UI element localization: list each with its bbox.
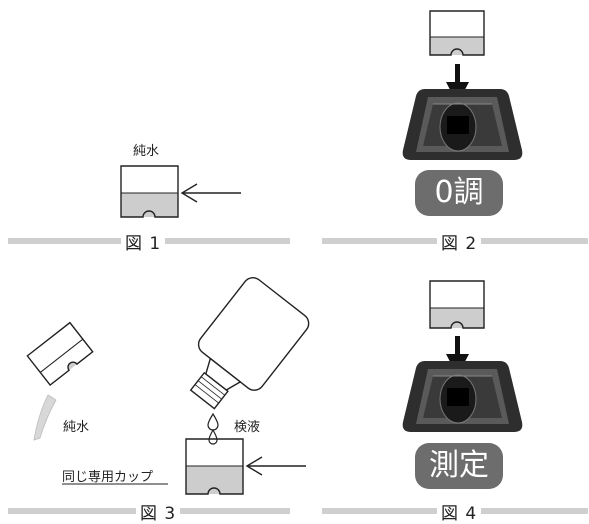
cup-figure-1 — [120, 165, 179, 218]
arrow-figure-1 — [180, 183, 241, 203]
figure-2-caption: 図 2 — [437, 229, 482, 254]
zero-adjust-button: 0調 — [415, 170, 503, 216]
cup-figure-3 — [185, 438, 244, 495]
meter-figure-2 — [402, 89, 523, 160]
water-stream — [33, 394, 57, 441]
pouring-cup-figure-3 — [26, 321, 94, 387]
figure-1-caption: 図 1 — [121, 229, 166, 254]
drop-icon — [207, 412, 219, 431]
cup-figure-4 — [429, 280, 485, 329]
arrow-figure-3 — [245, 456, 306, 476]
drop-icon — [208, 428, 218, 445]
figure-4-caption: 図 4 — [437, 499, 482, 524]
figure-3-caption: 図 3 — [136, 499, 181, 524]
meter-figure-4 — [402, 361, 523, 432]
pure-water-label: 純水 — [133, 144, 160, 159]
measure-button: 測定 — [415, 443, 503, 489]
sample-solution-label: 検液 — [234, 420, 261, 435]
pure-water-pour-label: 純水 — [63, 420, 90, 435]
same-dedicated-cup-note: 同じ専用カップ — [62, 470, 154, 485]
sample-bottle — [189, 277, 310, 410]
cup-figure-2 — [429, 10, 485, 56]
